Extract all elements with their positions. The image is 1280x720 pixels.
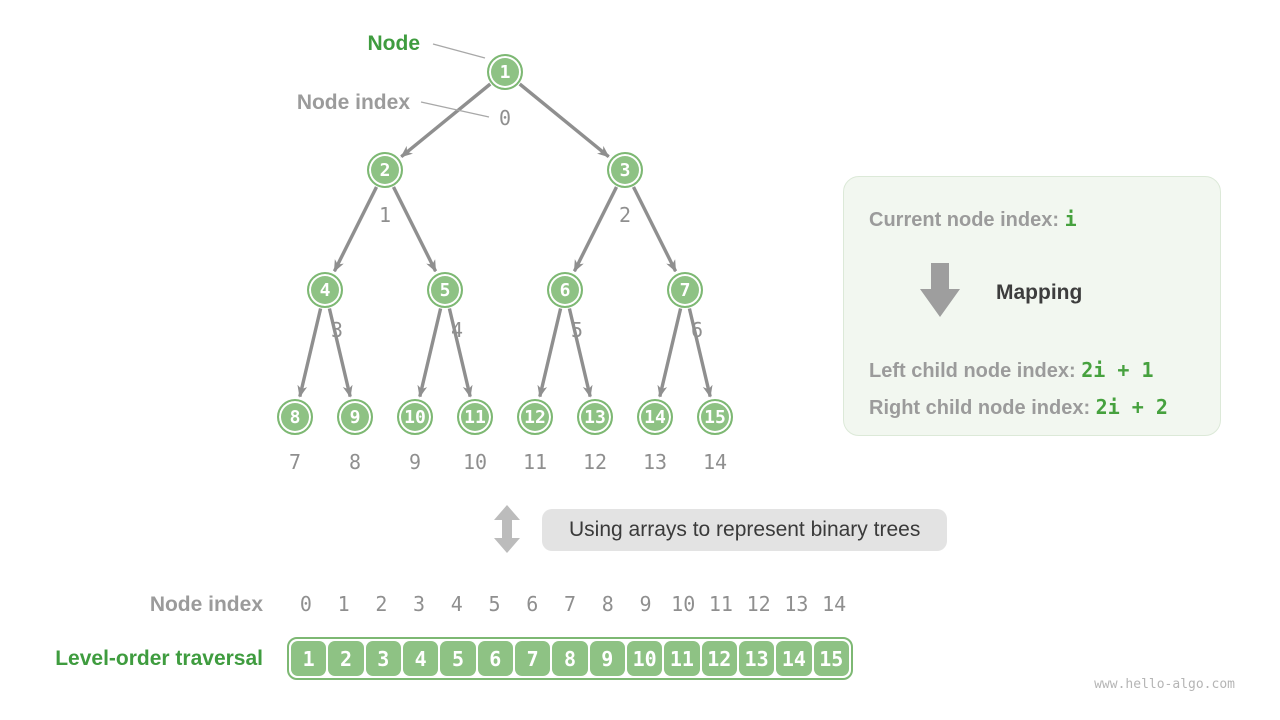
tree-node: 5 (427, 272, 463, 308)
tree-node: 2 (367, 152, 403, 188)
tree-node-index: 8 (348, 450, 362, 474)
tree-node: 4 (307, 272, 343, 308)
array-index-row-label: Node index (149, 593, 263, 616)
tree-node: 15 (697, 399, 733, 435)
tree-node-index: 5 (570, 318, 584, 342)
array-index: 0 (299, 592, 312, 616)
array-cell: 15 (813, 641, 849, 676)
tree-edge (391, 186, 438, 273)
array-cell: 3 (365, 641, 401, 676)
array-cell: 11 (664, 641, 700, 676)
array-index: 14 (822, 592, 847, 616)
tree-node-index: 2 (618, 203, 632, 227)
tree-node: 9 (337, 399, 373, 435)
array-index: 2 (375, 592, 388, 616)
tree-node: 3 (607, 152, 643, 188)
current-node-index-label: Current node index: (869, 209, 1065, 231)
tree-node: 13 (577, 399, 613, 435)
mapping-panel: Current node index: i Mapping Left child… (843, 176, 1221, 436)
tree-node-index: 14 (702, 450, 728, 474)
right-child-index-row: Right child node index: 2i + 2 (869, 394, 1168, 421)
right-child-index-label: Right child node index: (869, 397, 1096, 419)
tree-node-index: 0 (498, 106, 512, 130)
left-child-index-row: Left child node index: 2i + 1 (869, 357, 1153, 384)
tree-node-index: 12 (582, 450, 608, 474)
caption: Using arrays to represent binary trees (542, 509, 948, 551)
mapping-label: Mapping (996, 281, 1083, 304)
array-cell: 9 (589, 641, 625, 676)
tree-node: 11 (457, 399, 493, 435)
tree-node-index: 11 (522, 450, 548, 474)
watermark: www.hello-algo.com (1094, 677, 1235, 692)
tree-node-index: 1 (378, 203, 392, 227)
tree-node: 8 (277, 399, 313, 435)
tree-node: 10 (397, 399, 433, 435)
array-index: 8 (601, 592, 614, 616)
node-callout-label: Node (367, 32, 421, 55)
tree-edge (631, 186, 678, 273)
array-cell: 14 (776, 641, 812, 676)
array-index: 10 (671, 592, 696, 616)
array-index: 7 (563, 592, 577, 616)
tree-node-index: 13 (642, 450, 668, 474)
array-index: 5 (488, 592, 501, 616)
tree-node: 1 (487, 54, 523, 90)
tree-node: 14 (637, 399, 673, 435)
array-index: 12 (746, 592, 771, 616)
array-cell: 2 (328, 641, 364, 676)
current-node-index-code: i (1064, 207, 1077, 231)
tree-node: 7 (667, 272, 703, 308)
left-child-index-label: Left child node index: (869, 360, 1082, 382)
array-index: 13 (784, 592, 809, 616)
array-index: 11 (708, 592, 733, 616)
array-cell: 1 (291, 641, 327, 676)
array-cell: 6 (477, 641, 513, 676)
tree-edge (400, 82, 492, 159)
tree-node-index: 6 (690, 318, 704, 342)
level-order-traversal-label: Level-order traversal (55, 647, 263, 670)
array-cell: 7 (514, 641, 551, 676)
array-index: 3 (413, 592, 426, 616)
array-index: 4 (450, 592, 463, 616)
tree-node-index: 10 (462, 450, 488, 474)
tree-node-index: 7 (288, 450, 302, 474)
node-index-leader-line (420, 101, 490, 118)
tree-edge (518, 82, 610, 159)
tree-node: 12 (517, 399, 553, 435)
tree-node-index: 9 (408, 450, 422, 474)
current-node-index-row: Current node index: i (869, 206, 1077, 233)
array-cell: 4 (402, 641, 439, 676)
tree-node-index: 4 (450, 318, 464, 342)
array-cell: 5 (440, 641, 476, 676)
array-index: 1 (337, 592, 350, 616)
left-child-index-code: 2i + 1 (1081, 358, 1154, 382)
array-cell: 10 (626, 641, 663, 676)
array-cell: 13 (738, 641, 775, 676)
array-cell: 8 (552, 641, 588, 676)
array-cell: 12 (701, 641, 737, 676)
up-down-arrow-icon (494, 505, 520, 553)
array-index: 9 (639, 592, 652, 616)
tree-node: 6 (547, 272, 583, 308)
right-child-index-code: 2i + 2 (1095, 395, 1168, 419)
array-index: 6 (526, 592, 539, 616)
tree-node-index: 3 (330, 318, 344, 342)
tree-edge (332, 186, 379, 273)
tree-edge (572, 186, 619, 273)
node-label-leader-line (432, 43, 486, 59)
node-index-callout-label: Node index (296, 91, 410, 114)
mapping-down-arrow-icon (920, 263, 960, 317)
